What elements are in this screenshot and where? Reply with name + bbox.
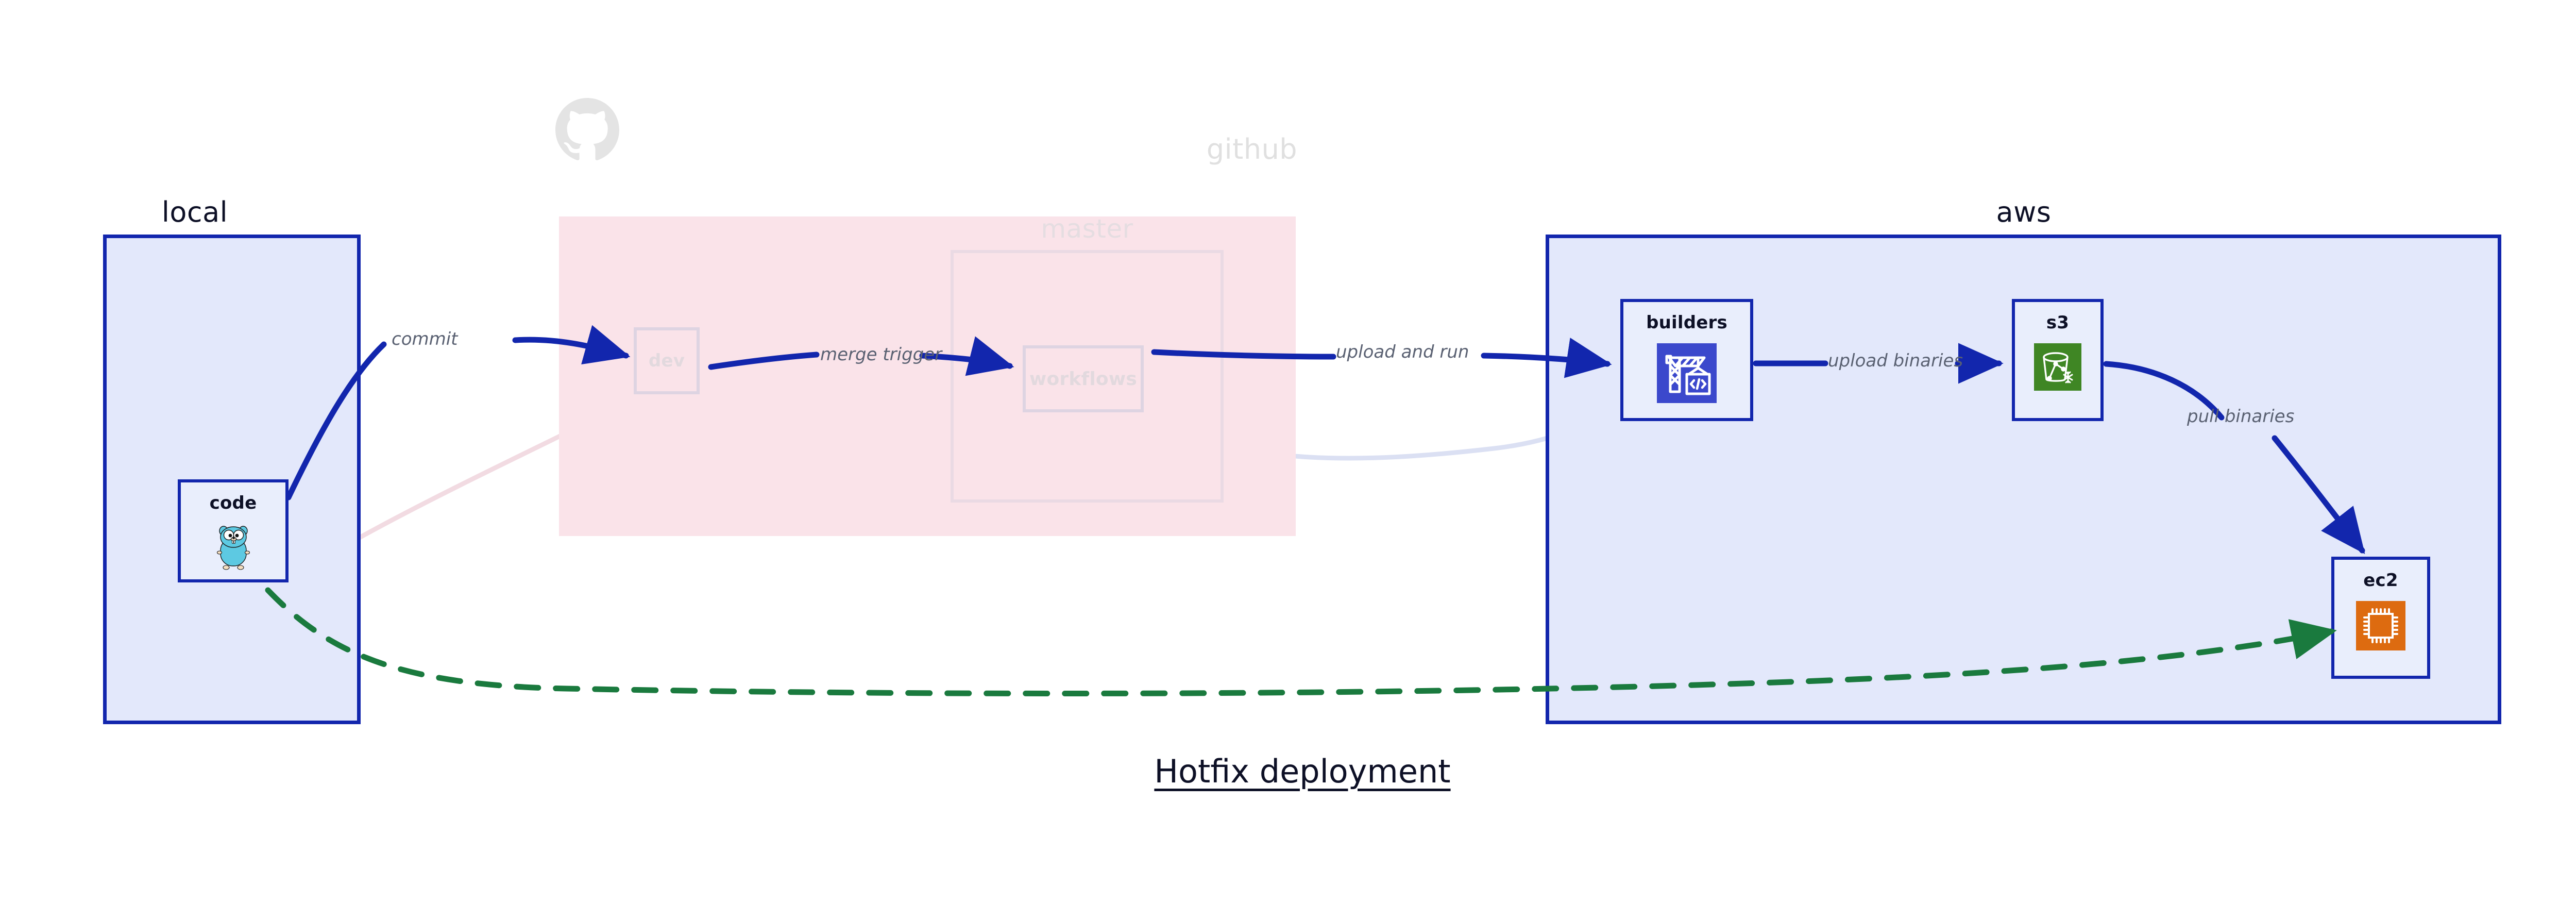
edge-label-pull-binaries: pull binaries <box>2187 406 2295 427</box>
node-label-dev: dev <box>648 350 685 371</box>
node-s3[interactable]: s3 <box>2012 299 2104 421</box>
aws-ec2-chip-icon <box>2356 601 2405 653</box>
node-code[interactable]: code <box>178 479 289 582</box>
node-ec2[interactable]: ec2 <box>2331 557 2430 679</box>
aws-codebuild-icon <box>1657 343 1717 405</box>
node-workflows[interactable]: workflows <box>1023 345 1144 412</box>
node-label-builders: builders <box>1646 312 1727 333</box>
node-label-ec2: ec2 <box>2363 570 2398 591</box>
golang-gopher-icon <box>215 524 252 573</box>
node-label-workflows: workflows <box>1029 368 1137 390</box>
edge-label-merge-trigger: merge trigger <box>820 344 942 365</box>
edge-label-upload-and-run: upload and run <box>1336 342 1469 362</box>
node-builders[interactable]: builders <box>1620 299 1753 421</box>
node-label-s3: s3 <box>2046 312 2070 333</box>
container-label-local: local <box>161 196 228 228</box>
container-github <box>559 216 1296 536</box>
container-label-master: master <box>1041 214 1133 244</box>
container-label-github: github <box>1206 133 1298 165</box>
container-master <box>951 250 1224 503</box>
node-label-code: code <box>209 493 257 513</box>
node-dev[interactable]: dev <box>634 327 700 394</box>
container-label-aws: aws <box>1996 196 2052 228</box>
edge-label-commit: commit <box>392 329 458 349</box>
edge-label-upload-binaries: upload binaries <box>1828 350 1963 371</box>
diagram-title: Hotfix deployment <box>1154 753 1451 790</box>
aws-s3-bucket-icon <box>2034 343 2081 393</box>
github-octocat-icon <box>555 98 619 162</box>
